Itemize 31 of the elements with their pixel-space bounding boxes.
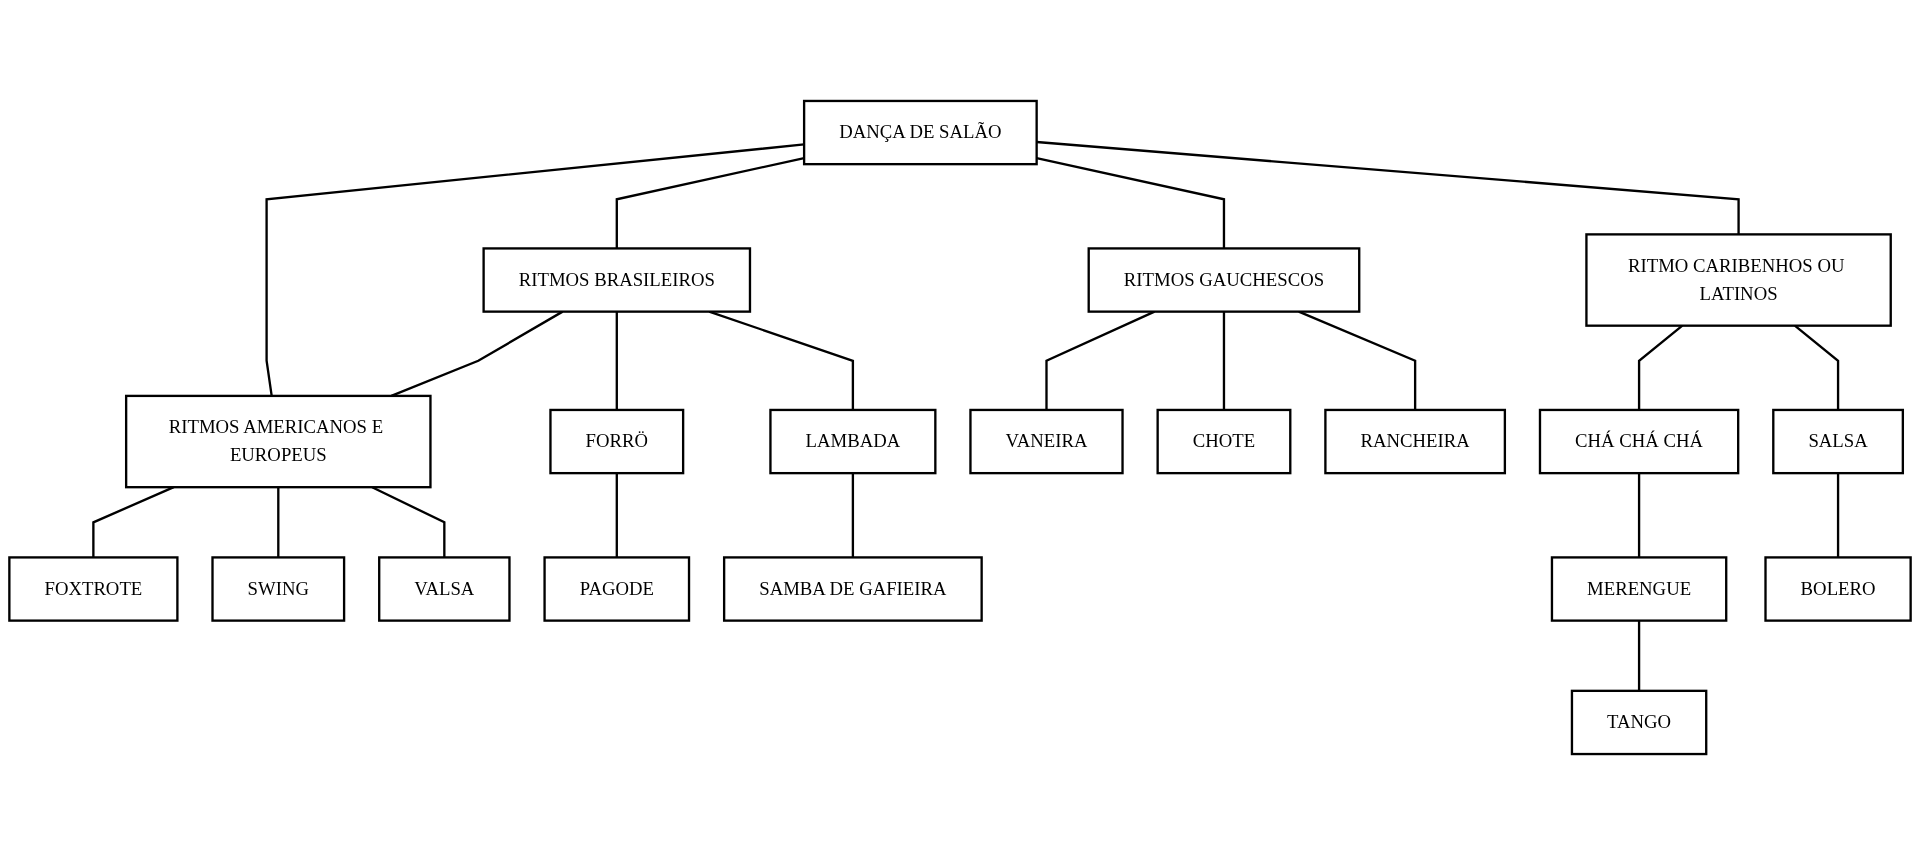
connector <box>1637 620 1641 691</box>
node-box: FORRÖ <box>549 408 685 475</box>
connector <box>1036 156 1226 249</box>
node-box: RITMOS AMERICANOS E EUROPEUS <box>125 394 432 489</box>
node-box: CHOTE <box>1156 408 1292 475</box>
node-box: BOLERO <box>1764 556 1912 622</box>
connector <box>1637 473 1641 558</box>
connector <box>615 311 618 410</box>
node-box: SAMBA DE GAFIEIRA <box>722 556 983 622</box>
node-box: DANÇA DE SALÃO <box>802 99 1038 166</box>
node-box: TANGO <box>1570 689 1708 756</box>
connector <box>277 487 280 558</box>
node-box: LAMBADA <box>769 408 937 475</box>
node-box: FOXTROTE <box>8 556 179 622</box>
connector <box>615 156 805 249</box>
node-box: RITMOS BRASILEIROS <box>482 247 752 313</box>
connector <box>1036 140 1740 235</box>
node-box: VANEIRA <box>969 408 1124 475</box>
node-box: SWING <box>211 556 346 622</box>
node-box: CHÁ CHÁ CHÁ <box>1538 408 1740 475</box>
connector <box>851 473 855 558</box>
node-box: RANCHEIRA <box>1324 408 1507 475</box>
connector <box>1222 311 1226 410</box>
node-box: MERENGUE <box>1550 556 1728 622</box>
node-box: VALSA <box>378 556 511 622</box>
node-box: SALSA <box>1772 408 1904 475</box>
node-box: PAGODE <box>543 556 691 622</box>
connector <box>615 473 618 558</box>
connector <box>1836 473 1840 558</box>
node-box: RITMO CARIBENHOS OU LATINOS <box>1585 233 1892 327</box>
node-box: RITMOS GAUCHESCOS <box>1087 247 1361 313</box>
